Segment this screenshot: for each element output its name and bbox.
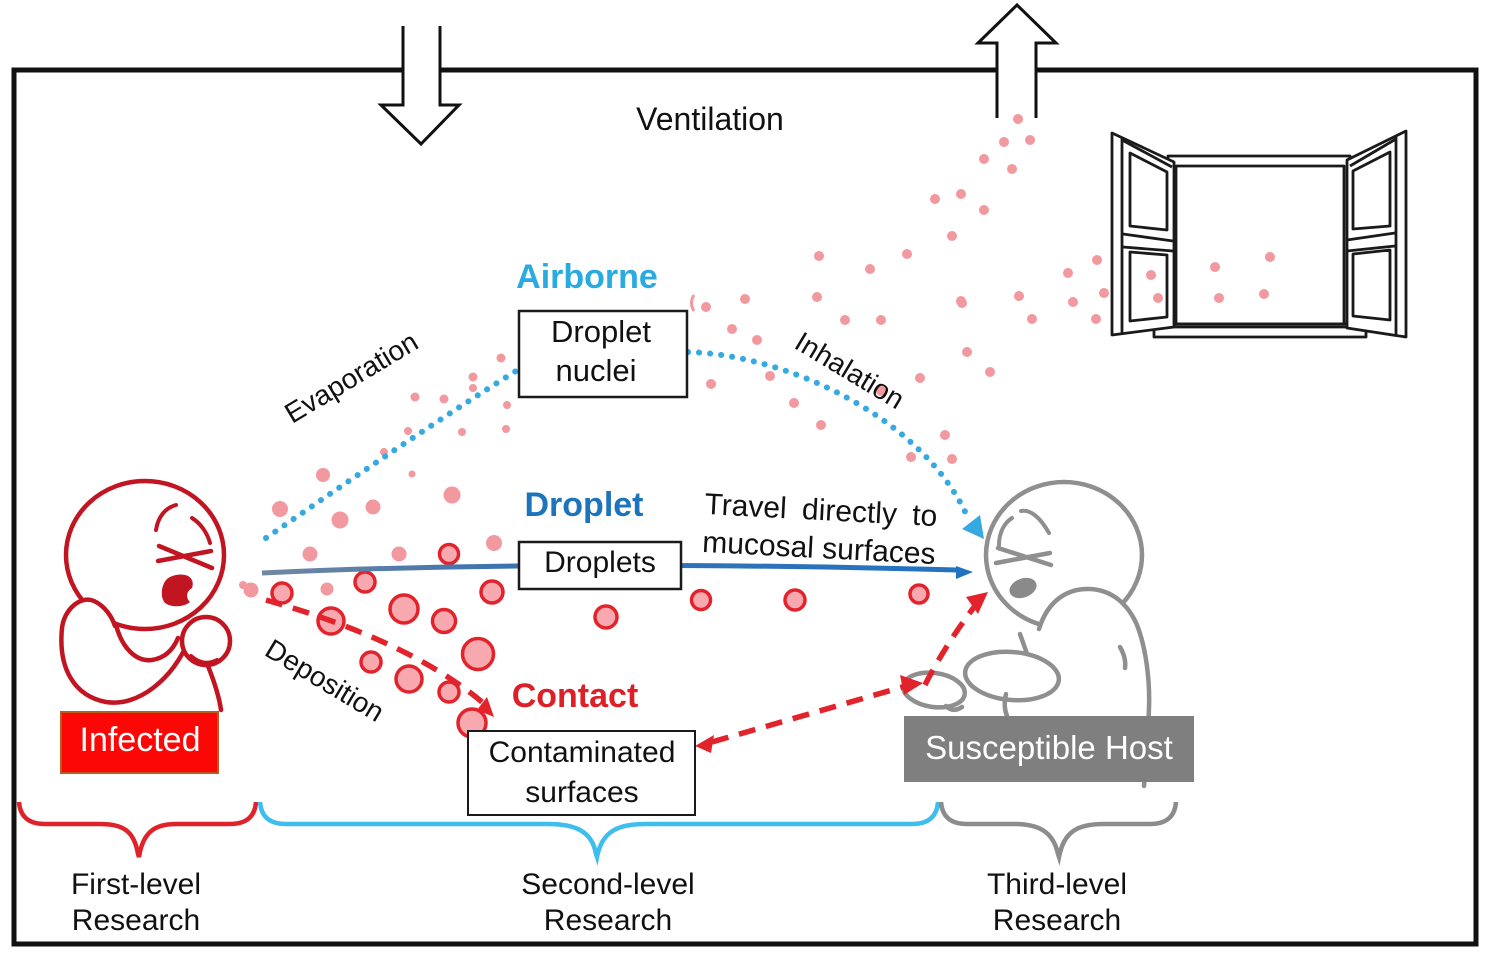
svg-text:Infected: Infected xyxy=(80,721,201,759)
svg-text:surfaces: surfaces xyxy=(525,776,638,809)
svg-text:Inhalation: Inhalation xyxy=(790,326,910,415)
svg-text:Airborne: Airborne xyxy=(516,258,658,296)
svg-text:Droplet: Droplet xyxy=(551,314,651,349)
svg-text:Second-level: Second-level xyxy=(521,868,694,901)
svg-text:Third-level: Third-level xyxy=(987,868,1127,901)
svg-text:Research: Research xyxy=(544,904,672,937)
svg-text:Travel directly to: Travel directly to xyxy=(704,488,938,533)
svg-text:First-level: First-level xyxy=(71,868,201,901)
svg-text:Deposition: Deposition xyxy=(260,633,389,728)
svg-text:Contact: Contact xyxy=(512,677,639,715)
svg-text:Susceptible Host: Susceptible Host xyxy=(925,729,1173,766)
svg-text:Ventilation: Ventilation xyxy=(636,101,784,137)
svg-text:Research: Research xyxy=(72,904,200,937)
svg-text:Droplets: Droplets xyxy=(544,546,656,579)
svg-text:Evaporation: Evaporation xyxy=(279,326,423,430)
svg-text:Contaminated: Contaminated xyxy=(489,736,676,769)
svg-text:nuclei: nuclei xyxy=(556,353,637,388)
svg-text:Research: Research xyxy=(993,904,1121,937)
svg-text:Droplet: Droplet xyxy=(525,486,644,524)
